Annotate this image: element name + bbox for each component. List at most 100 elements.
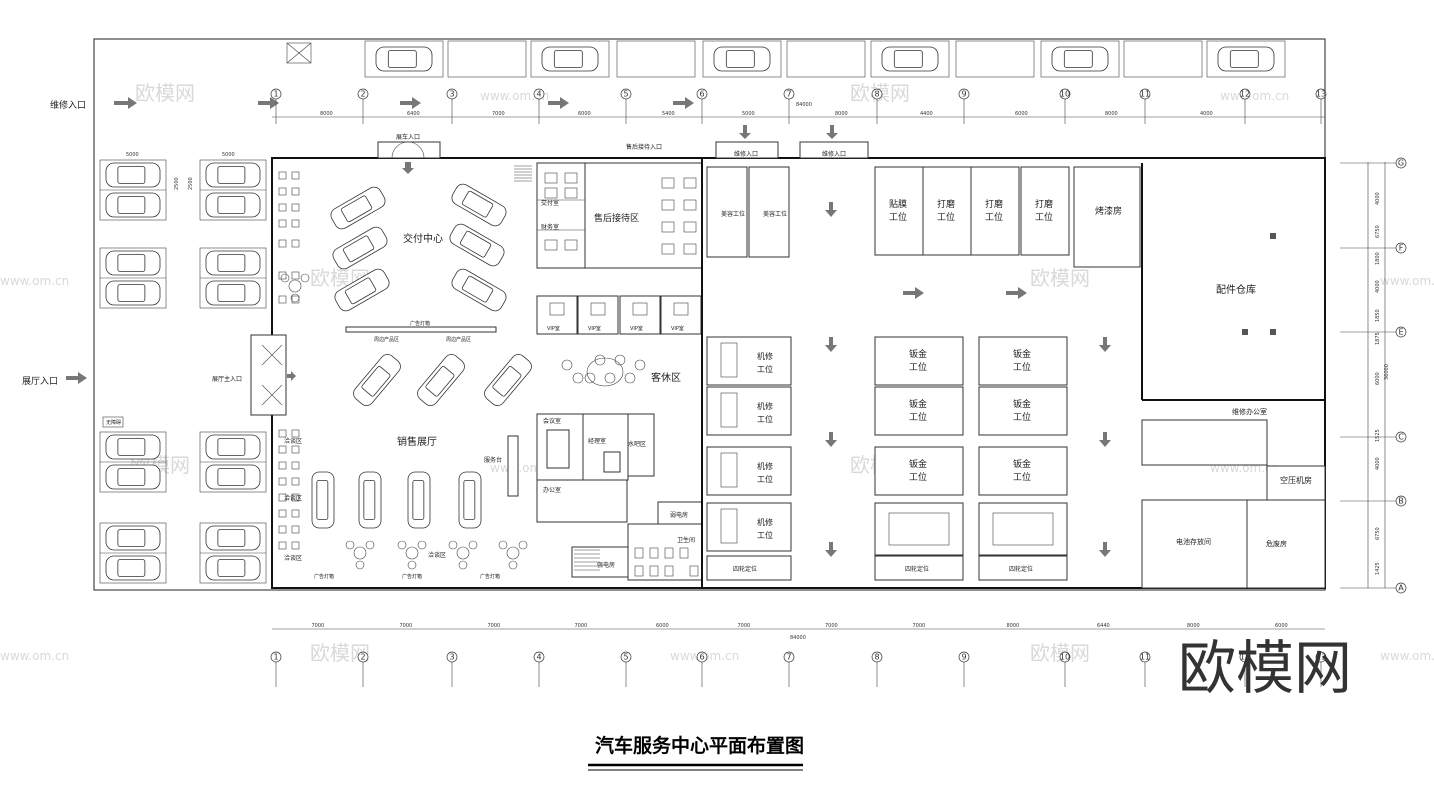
hall-entrance-arrow <box>66 372 87 384</box>
polish-bay-label: 工位 <box>985 211 1003 223</box>
repair-office-label: 维修办公室 <box>1232 407 1267 416</box>
dim-value: 7000 <box>492 111 505 117</box>
paint-label: 烤漆房 <box>1095 205 1122 217</box>
car <box>105 525 161 551</box>
parking-height-dim: 2500 <box>174 177 180 190</box>
dim-value: 5000 <box>742 111 755 117</box>
hall-main-entrance <box>250 334 287 416</box>
dim-value: 1525 <box>1375 429 1381 442</box>
car <box>334 268 390 312</box>
car <box>205 434 261 460</box>
car <box>105 250 161 276</box>
axis-label: 12 <box>1240 90 1250 99</box>
axis-label: 12 <box>1240 653 1250 662</box>
waste-label: 危废房 <box>1266 539 1287 548</box>
round-table <box>506 546 520 560</box>
car <box>330 186 386 230</box>
beauty-label: 美容工位 <box>763 210 787 218</box>
repair-door-label: 维修入口 <box>734 150 758 158</box>
flow-arrows-top <box>114 97 694 109</box>
polish-bay-label: 打磨 <box>937 198 955 210</box>
dim-value: 8000 <box>1007 623 1020 629</box>
total-height: 36000 <box>1384 364 1390 380</box>
repair-door-2 <box>799 141 869 159</box>
dim-value: 7000 <box>575 623 588 629</box>
sheet-metal-bay <box>978 336 1068 386</box>
axis-label: E <box>1398 328 1403 337</box>
sheet-metal-bay-label: 工位 <box>909 471 927 483</box>
fire-box <box>286 42 312 64</box>
dim-value: 6000 <box>578 111 591 117</box>
parking-slot <box>786 40 866 78</box>
sheet-metal-bay-label: 钣金 <box>1013 458 1031 470</box>
dim-value: 5400 <box>662 111 675 117</box>
service-desk <box>507 435 519 497</box>
repair-door-label: 维修入口 <box>822 150 846 158</box>
axis-label: 10 <box>1060 90 1070 99</box>
service-desk-label: 服务台 <box>484 456 502 464</box>
dim-value: 6750 <box>1375 527 1381 540</box>
office-label: 办公室 <box>543 486 561 494</box>
round-table <box>288 279 302 293</box>
vip-label: VIP室 <box>630 325 643 332</box>
vip-label: VIP室 <box>547 325 560 332</box>
drawing-title: 汽车服务中心平面布置图 <box>595 734 804 757</box>
parking-slot <box>955 40 1035 78</box>
axis-label: 9 <box>961 90 966 99</box>
parking-width-dim: 5000 <box>126 152 139 158</box>
dim-value: 4400 <box>920 111 933 117</box>
aftersales-reception-label: 售后接待区 <box>594 212 639 224</box>
sheet-metal-bay-label: 工位 <box>1013 361 1031 373</box>
mech-bay-label: 机修 <box>757 401 773 411</box>
car <box>105 192 161 218</box>
flow-arrow <box>825 337 837 352</box>
polish-bay <box>922 166 972 256</box>
dim-value: 4000 <box>1375 280 1381 293</box>
dim-value: 8000 <box>1105 111 1118 117</box>
dim-value: 1875 <box>1375 332 1381 345</box>
dim-value: 7000 <box>825 623 838 629</box>
flow-arrow <box>903 287 924 299</box>
meeting-label: 会议室 <box>543 417 561 425</box>
dim-value: 6440 <box>1097 623 1110 629</box>
axis-label: 13 <box>1316 90 1326 99</box>
office-strip <box>536 162 586 269</box>
car <box>105 434 161 460</box>
manager-label: 经理室 <box>588 437 606 445</box>
car <box>105 555 161 581</box>
parking-slot <box>702 40 782 78</box>
axis-label: 13 <box>1316 653 1326 662</box>
axis-label: B <box>1398 497 1404 506</box>
wheel-align-label: 四轮定位 <box>1009 565 1033 573</box>
wheel-align-label: 四轮定位 <box>905 565 929 573</box>
beauty-label: 美容工位 <box>721 210 745 218</box>
parking-slot <box>530 40 610 78</box>
car <box>205 464 261 490</box>
ad-label: 广告灯箱 <box>402 573 422 580</box>
sheet-metal-bay-label: 钣金 <box>909 348 927 360</box>
car <box>449 223 505 267</box>
round-table <box>353 546 367 560</box>
repair-door-1 <box>715 141 779 159</box>
polish-bay-label: 打磨 <box>985 198 1003 210</box>
customer-entrance-label: 展车入口 <box>396 133 420 141</box>
watermark: 欧模网 <box>1030 266 1090 290</box>
waste-room <box>1246 499 1326 589</box>
axis-label: 7 <box>786 90 791 99</box>
dim-value: 4000 <box>1375 457 1381 470</box>
workshop: 维修入口 维修入口 美容工位 美容工位 机修工位机修工位机修工位机修工位四轮定位… <box>701 125 1326 589</box>
negotiation-label: 洽谈区 <box>284 554 302 562</box>
sheet-metal-bay <box>874 386 964 436</box>
car <box>458 471 482 529</box>
wheel-align-bay <box>706 555 792 581</box>
axis-label: 9 <box>961 653 966 662</box>
vip-label: VIP室 <box>671 325 684 332</box>
meeting-table <box>546 429 570 469</box>
mech-bay-label: 机修 <box>757 351 773 361</box>
car <box>375 46 433 72</box>
sheet-metal-bay-label: 钣金 <box>1013 398 1031 410</box>
axis-label: 1 <box>273 653 278 662</box>
